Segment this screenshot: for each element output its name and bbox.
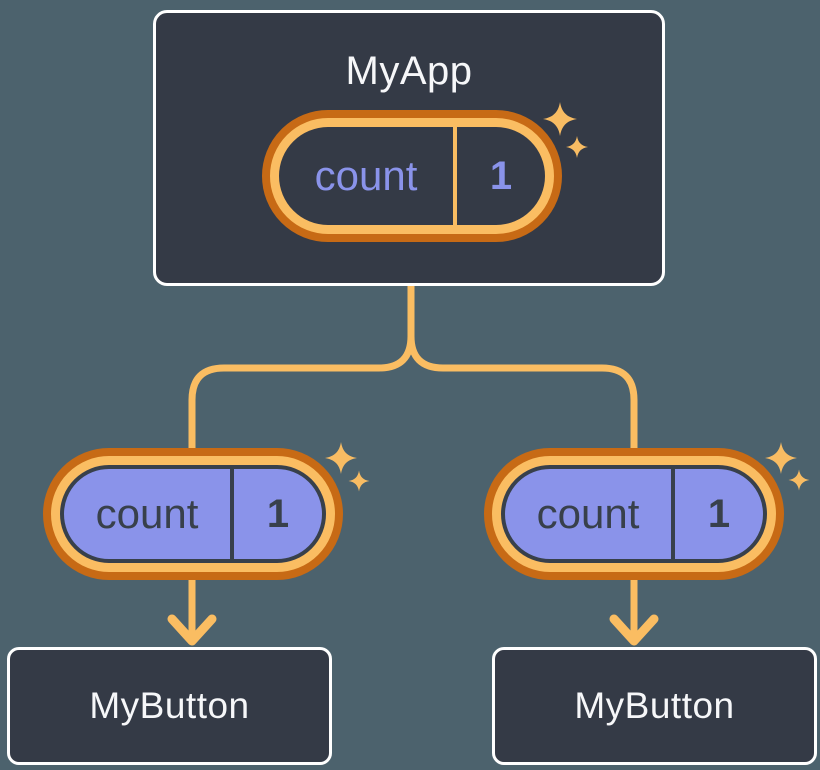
pill-divider <box>671 469 675 559</box>
my-button-title: MyButton <box>574 685 735 726</box>
state-key-label: count <box>314 152 418 199</box>
prop-value: 1 <box>707 491 731 536</box>
pill-divider <box>453 127 457 225</box>
sparkle-icon <box>325 442 370 492</box>
state-value: 1 <box>489 153 513 198</box>
prop-pill-left: count 1 <box>43 448 343 580</box>
sparkle-icon <box>765 442 810 491</box>
prop-value: 1 <box>266 491 290 536</box>
sparkle-icon <box>543 102 588 158</box>
arrow-down-icon <box>609 614 659 646</box>
arrow-down-icon <box>167 614 217 646</box>
prop-pill-right: count 1 <box>484 448 784 580</box>
state-pill-core: count 1 <box>279 127 545 225</box>
connector-right-branch <box>407 286 638 640</box>
prop-pill-core: count 1 <box>60 465 326 563</box>
my-button-node-left: MyButton <box>7 647 332 765</box>
my-button-node-right: MyButton <box>492 647 817 765</box>
prop-pill-core: count 1 <box>501 465 767 563</box>
my-button-title: MyButton <box>89 685 250 726</box>
prop-key-label: count <box>95 490 199 537</box>
pill-divider <box>230 469 234 559</box>
app-node-title: MyApp <box>345 49 473 93</box>
state-pill-root: count 1 <box>262 110 562 242</box>
prop-key-label: count <box>536 490 640 537</box>
